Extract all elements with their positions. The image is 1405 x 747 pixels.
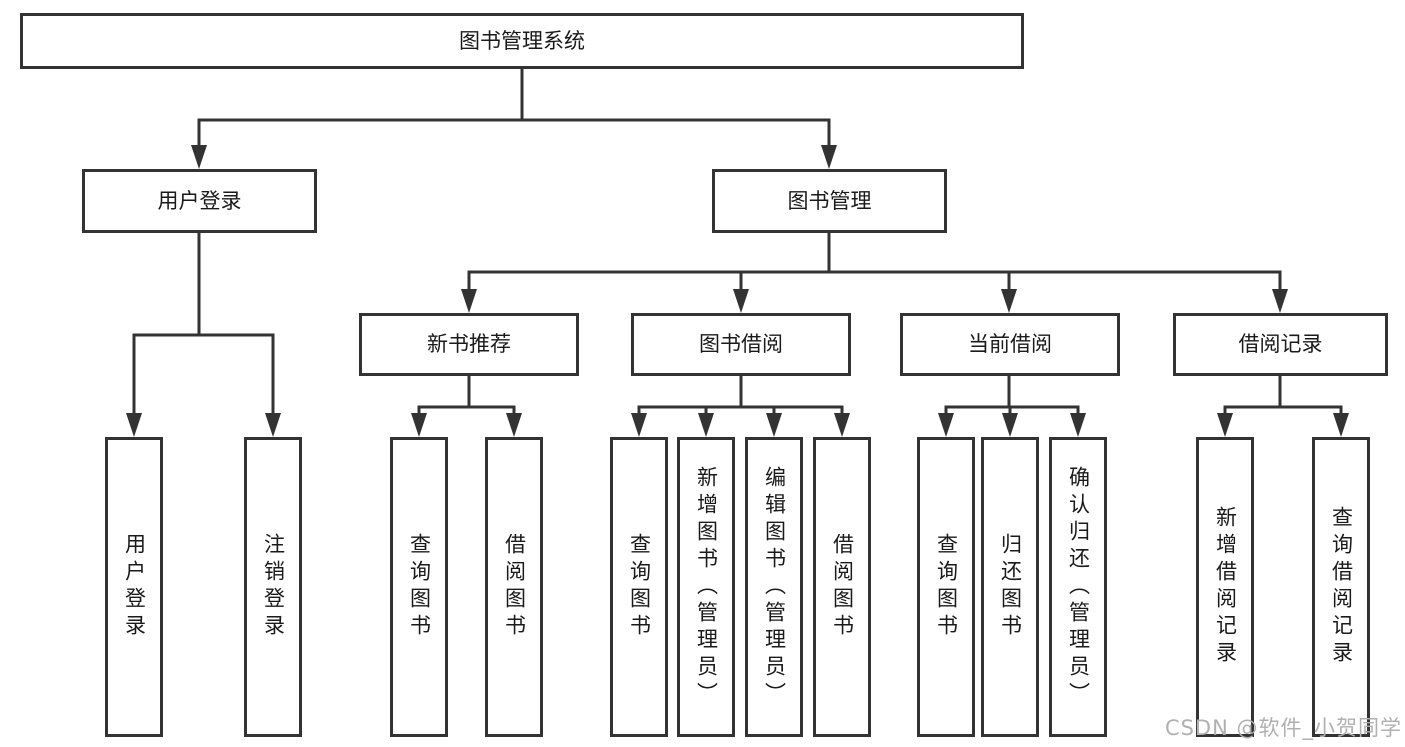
arrow-down-icon [733,289,749,313]
arrow-down-icon [1070,413,1086,437]
node-root: 图书管理系统 [20,13,1024,69]
node-new-book-recommendation: 新书推荐 [359,313,579,376]
csdn-watermark: CSDN @软件_小贺同学 [1164,716,1402,740]
connector-book-mgmt [467,233,1282,291]
node-current-borrowing: 当前借阅 [900,313,1120,376]
arrow-down-icon [1001,289,1017,313]
node-leaf-edit-books-admin: 编辑图书（管理员） [745,437,803,737]
arrow-down-icon [1272,289,1288,313]
arrow-down-icon [938,413,954,437]
node-leaf-add-borrow-record: 新增借阅记录 [1196,437,1254,737]
arrow-down-icon [265,413,281,437]
connector-current-borrow [944,376,1080,415]
node-leaf-query-books: 查询图书 [390,437,448,737]
arrowheads [126,145,1349,437]
arrow-down-icon [1217,413,1233,437]
node-leaf-borrow-books: 借阅图书 [485,437,543,737]
arrow-down-icon [126,413,142,437]
arrow-down-icon [698,413,714,437]
arrow-down-icon [821,145,837,169]
connector-borrow-records [1223,376,1343,415]
node-leaf-query-books: 查询图书 [610,437,668,737]
arrow-down-icon [631,413,647,437]
node-borrowing-records: 借阅记录 [1173,313,1388,376]
arrow-down-icon [506,413,522,437]
connector-book-borrow [637,376,844,415]
node-book-management: 图书管理 [712,169,947,233]
arrow-down-icon [834,413,850,437]
node-user-login: 用户登录 [82,169,317,233]
connector-root [197,69,831,147]
node-leaf-query-books: 查询图书 [917,437,975,737]
connector-user-login [132,233,275,415]
arrow-down-icon [191,145,207,169]
node-leaf-borrow-books: 借阅图书 [813,437,871,737]
node-leaf-return-books: 归还图书 [981,437,1039,737]
arrow-down-icon [1002,413,1018,437]
node-leaf-add-books-admin: 新增图书（管理员） [677,437,735,737]
node-leaf-user-login: 用户登录 [105,437,163,737]
arrow-down-icon [766,413,782,437]
arrow-down-icon [461,289,477,313]
node-leaf-logout: 注销登录 [244,437,302,737]
node-book-borrowing: 图书借阅 [631,313,851,376]
connector-new-book-rec [417,376,516,415]
node-leaf-confirm-return-admin: 确认归还（管理员） [1049,437,1107,737]
node-leaf-query-borrow-record: 查询借阅记录 [1312,437,1370,737]
arrow-down-icon [1333,413,1349,437]
arrow-down-icon [411,413,427,437]
